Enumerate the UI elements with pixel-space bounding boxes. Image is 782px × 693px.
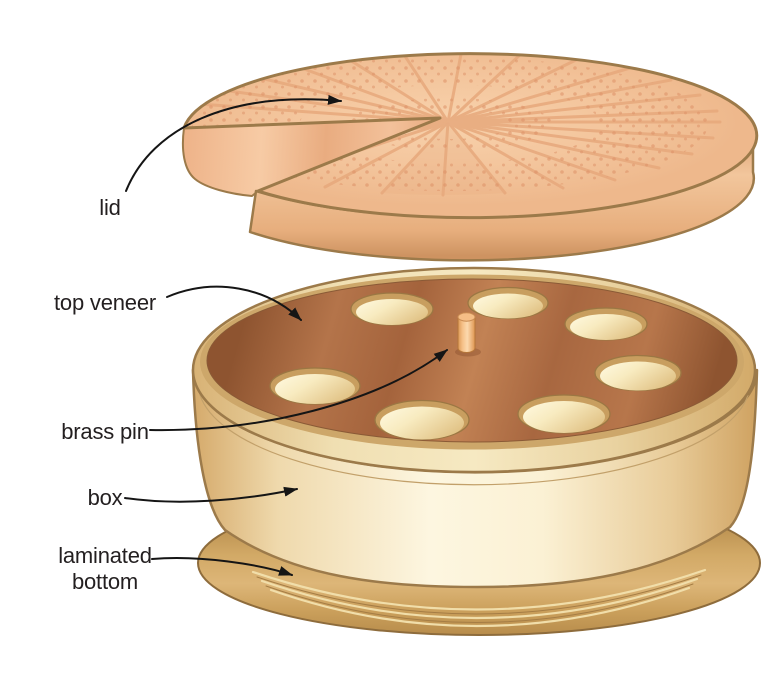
laminated-bottom-arrow [151,557,293,576]
label-lid: lid [99,195,121,220]
box-seam-line [199,394,749,486]
hole [517,394,611,434]
brass-pin-arrow [149,349,448,432]
label-laminated-bottom: laminated bottom [58,543,152,594]
hole [269,367,361,405]
label-top-veneer: top veneer [54,290,156,315]
lamination-lines [251,568,707,628]
lid-cut-face [181,117,441,197]
hole [350,292,434,326]
box-arrow [124,486,298,503]
box-group [191,266,761,636]
label-box: box [87,485,123,510]
lid-group [181,52,759,262]
hole [564,307,648,341]
holes-group [269,286,682,441]
lid-arrow [125,94,342,192]
callout-arrows [124,94,448,576]
label-brass-pin: brass pin [61,419,149,444]
brass-pin [455,312,481,357]
hole [467,286,549,320]
hole [594,354,682,392]
hole [374,399,470,441]
top-veneer-arrow [166,285,302,321]
